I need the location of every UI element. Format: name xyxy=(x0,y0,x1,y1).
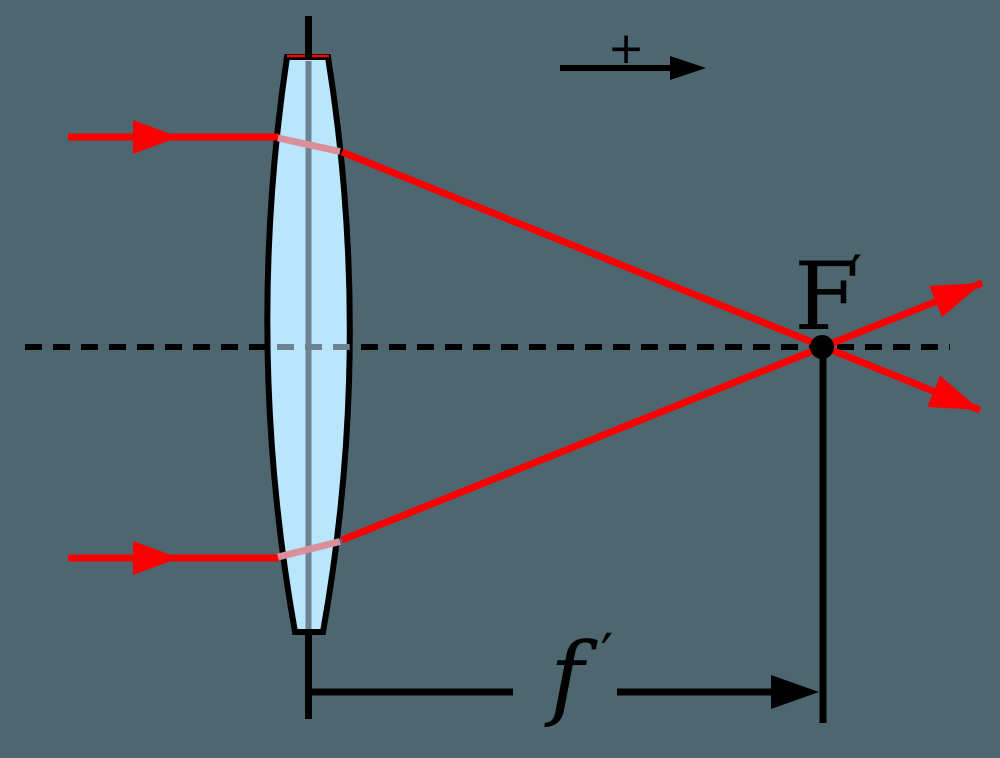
focal-point-label: F xyxy=(794,243,859,352)
refracted-ray-inside-lens-bottom xyxy=(277,538,341,561)
focal-length-label: f xyxy=(544,623,598,730)
positive-direction-arrowhead-icon xyxy=(670,56,706,80)
focal-point-prime-mark: ′ xyxy=(849,243,862,311)
outgoing-ray-downward xyxy=(340,148,982,414)
outgoing-ray-upward xyxy=(340,279,984,544)
focal-length-arrowhead-icon xyxy=(771,675,819,709)
refracted-ray-inside-lens-top xyxy=(277,134,341,155)
positive-direction-label: + xyxy=(608,23,645,74)
focal-length-prime-mark: ′ xyxy=(601,623,614,688)
incoming-ray-bottom-arrowhead-icon xyxy=(133,541,179,575)
focal-point-dot xyxy=(810,335,834,359)
incoming-ray-top-arrowhead-icon xyxy=(133,120,179,154)
